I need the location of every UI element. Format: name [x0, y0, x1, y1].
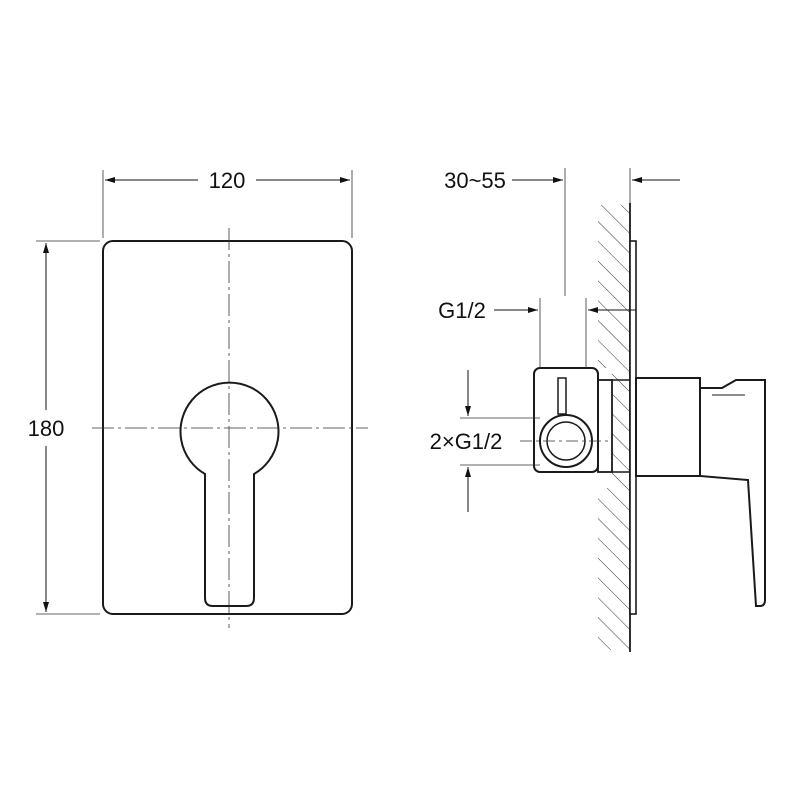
front-view: 120 180 — [28, 168, 368, 628]
wall-hatching — [598, 205, 630, 650]
lever-side-profile — [699, 379, 766, 607]
depth-dimension-label: 30~55 — [444, 168, 506, 193]
cover-plate — [102, 240, 353, 615]
outlet-stem — [557, 377, 567, 415]
width-dimension-label: 120 — [209, 168, 246, 193]
valve-flange — [597, 379, 613, 473]
inlet-thread-label: 2×G1/2 — [430, 429, 503, 454]
handle-sleeve — [635, 377, 701, 477]
side-view: 30~55 G1/2 2×G1/2 — [430, 168, 766, 652]
outlet-thread-label: G1/2 — [438, 298, 486, 323]
lever-handle — [179, 381, 280, 607]
height-dimension-label: 180 — [28, 416, 65, 441]
